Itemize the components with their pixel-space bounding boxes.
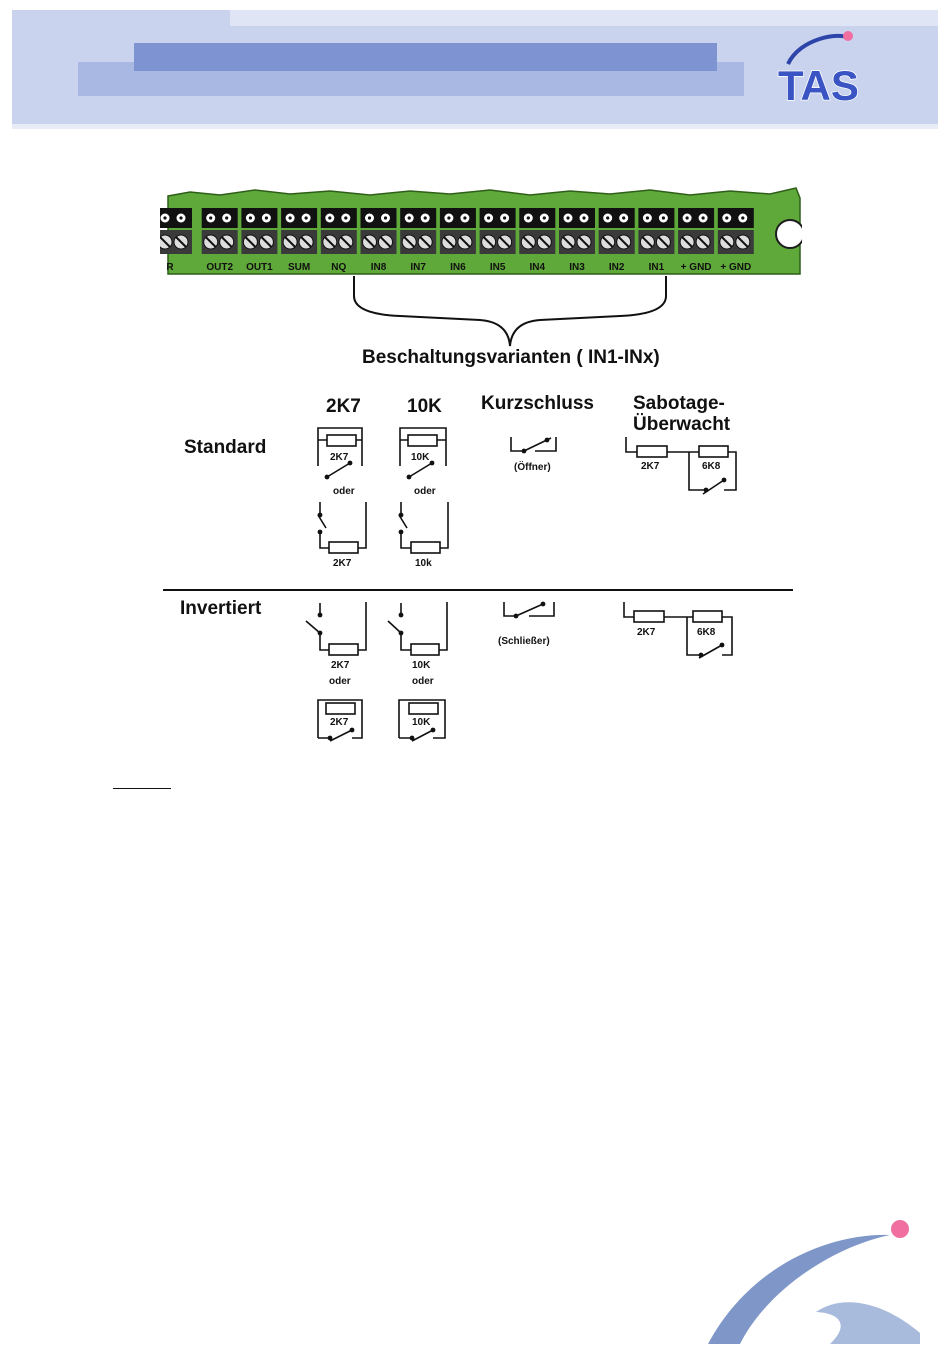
terminal-label: IN2	[609, 262, 625, 273]
col-sabotage-1: Sabotage-	[633, 393, 725, 415]
terminal-block: + GND	[718, 208, 754, 273]
header-band-top	[230, 10, 938, 26]
logo-text: TAS	[778, 62, 859, 108]
lbl-std-10k: 10K	[411, 452, 430, 463]
lbl-oder-1: oder	[333, 486, 355, 497]
bracket	[340, 274, 680, 354]
terminal-label: IN6	[450, 262, 466, 273]
circuit-diagrams: 2K7 10K oder oder 2K7 10k (Öffner) 2K7 6…	[0, 420, 950, 750]
terminal-label: + GND	[720, 262, 751, 273]
lbl-sabinv-6k8: 6K8	[697, 627, 716, 638]
lbl-schliesser: (Schließer)	[498, 636, 550, 647]
terminal-label: IN1	[649, 262, 665, 273]
lbl-oder-3: oder	[329, 676, 351, 687]
lbl-sab-6k8: 6K8	[702, 461, 721, 472]
header-band-dark	[134, 43, 717, 71]
lbl-sab-2k7: 2K7	[641, 461, 660, 472]
col-kurzschluss: Kurzschluss	[481, 393, 594, 415]
lbl-inv-low-2k7: 2K7	[330, 717, 349, 728]
lbl-oder-4: oder	[412, 676, 434, 687]
lbl-inv-10k: 10K	[412, 660, 431, 671]
lbl-inv-low-10k: 10K	[412, 717, 431, 728]
terminal-block: + GND	[678, 208, 714, 273]
lbl-std-2k7-low: 2K7	[333, 558, 352, 569]
lbl-oeffner: (Öffner)	[514, 460, 551, 473]
lbl-std-10k-low: 10k	[415, 558, 432, 569]
terminal-label: OUT1	[246, 262, 273, 273]
terminal-label: IN7	[410, 262, 426, 273]
terminal-label: IN4	[530, 262, 546, 273]
terminal-label: IN8	[371, 262, 387, 273]
header-shadow	[12, 124, 938, 129]
terminal-block: OUT2	[202, 208, 238, 273]
terminal-label: IN3	[569, 262, 585, 273]
terminal-label: SUM	[288, 262, 310, 273]
terminal-board: R OUT2 OUT1 SUM NQ IN8 IN7 IN6 IN5 IN4 IN3 IN2 IN1 + …	[160, 186, 802, 278]
lbl-sabinv-2k7: 2K7	[637, 627, 656, 638]
section-title: Beschaltungsvarianten ( IN1-INx)	[362, 347, 660, 369]
lbl-inv-2k7: 2K7	[331, 660, 350, 671]
terminal-label: IN5	[490, 262, 506, 273]
terminal-label: NQ	[331, 262, 346, 273]
tas-logo: TAS	[770, 28, 890, 108]
col-2k7: 2K7	[326, 396, 361, 418]
terminal-label: R	[166, 262, 174, 273]
lbl-oder-2: oder	[414, 486, 436, 497]
footer-swoosh	[690, 1215, 920, 1344]
terminal-label: OUT2	[206, 262, 233, 273]
terminal-block: OUT1	[241, 208, 277, 273]
lbl-std-2k7: 2K7	[330, 452, 349, 463]
terminal-label: + GND	[681, 262, 712, 273]
note-underline	[113, 788, 171, 789]
col-10k: 10K	[407, 396, 442, 418]
